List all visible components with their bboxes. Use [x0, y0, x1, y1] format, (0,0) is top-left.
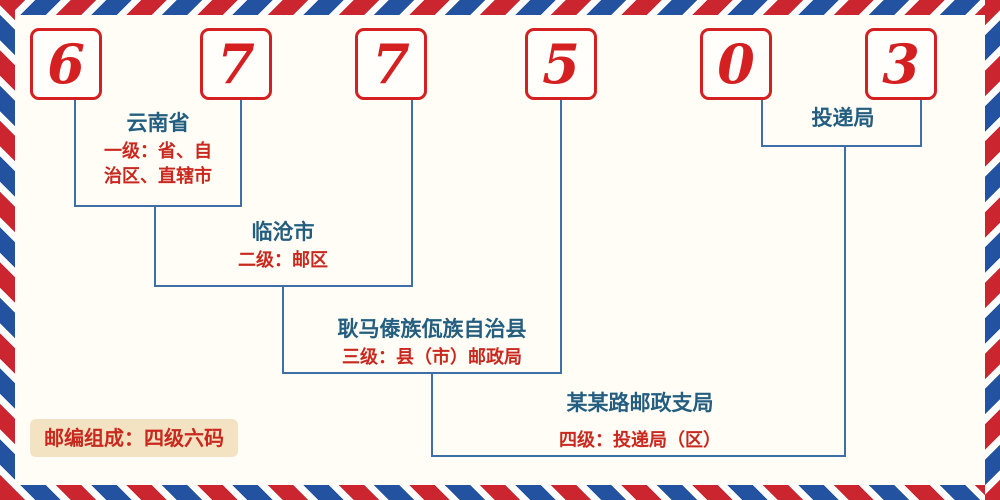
connector-level2-to-level3: [282, 285, 284, 374]
label-level1: 云南省 一级：省、自 治区、直辖市: [104, 110, 212, 189]
label-level2: 临沧市 二级：邮区: [238, 219, 328, 273]
digit-box-2: 7: [200, 28, 272, 100]
airmail-border-bottom: [0, 485, 1000, 500]
level2-description: 二级：邮区: [238, 250, 328, 271]
level1-place-name: 云南省: [126, 111, 190, 135]
label-level4: 某某路邮政支局 四级：投递局（区）: [559, 390, 721, 453]
digit-box-3: 7: [355, 28, 427, 100]
digit-4: 5: [542, 32, 580, 96]
connector-digit3-down: [411, 100, 413, 287]
digit-box-1: 6: [30, 28, 102, 100]
digit-box-6: 3: [865, 28, 937, 100]
composition-note: 邮编组成：四级六码: [30, 419, 238, 457]
connector-delivery-underline: [761, 145, 922, 147]
digit-box-4: 5: [525, 28, 597, 100]
level1-description-line2: 治区、直辖市: [104, 166, 212, 187]
airmail-border-left: [0, 0, 15, 500]
digit-1: 6: [47, 32, 85, 96]
connector-level4-underline: [431, 455, 846, 457]
level4-place-name: 某某路邮政支局: [566, 391, 714, 415]
digit-6: 3: [882, 32, 920, 96]
connector-delivery-to-level4: [844, 145, 846, 457]
connector-digit1-down: [74, 100, 76, 207]
connector-level3-underline: [282, 372, 562, 374]
digit-3: 7: [372, 32, 410, 96]
level2-place-name: 临沧市: [251, 220, 315, 244]
connector-level3-to-level4: [431, 372, 433, 457]
connector-digit5-down: [761, 100, 763, 145]
level1-description-line1: 一级：省、自: [104, 141, 212, 162]
level3-place-name: 耿马傣族佤族自治县: [337, 317, 527, 341]
airmail-border-right: [985, 0, 1000, 500]
connector-digit6-down: [920, 100, 922, 145]
delivery-office-name: 投递局: [811, 106, 875, 130]
connector-level1-underline: [74, 205, 242, 207]
connector-digit4-down: [560, 100, 562, 374]
level4-description: 四级：投递局（区）: [559, 430, 721, 451]
label-delivery: 投递局: [812, 105, 875, 131]
digit-box-5: 0: [700, 28, 772, 100]
label-level3: 耿马傣族佤族自治县 三级：县（市）邮政局: [338, 316, 527, 370]
digit-5: 0: [717, 32, 755, 96]
digit-2: 7: [217, 32, 255, 96]
connector-digit2-down: [240, 100, 242, 207]
airmail-border-top: [0, 0, 1000, 15]
level3-description: 三级：县（市）邮政局: [342, 347, 522, 368]
connector-level1-to-level2: [154, 205, 156, 287]
